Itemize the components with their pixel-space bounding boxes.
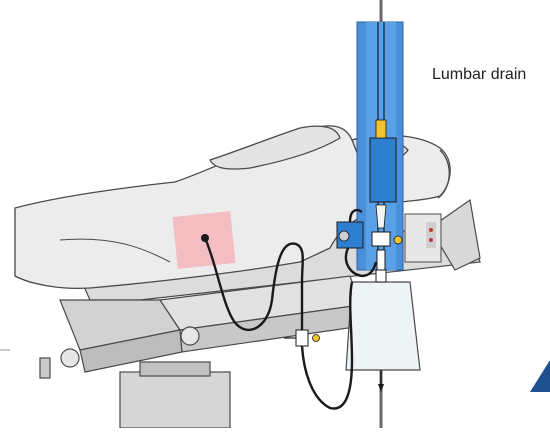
drain-pole — [356, 0, 404, 428]
lumbar-drain-label: Lumbar drain — [432, 66, 527, 83]
corner-triangle — [530, 360, 550, 392]
drainage-bag — [345, 269, 421, 392]
pressure-monitor — [404, 213, 442, 263]
drain-tubing — [203, 208, 378, 410]
inline-stopcock — [284, 329, 320, 347]
transducer — [336, 221, 364, 249]
